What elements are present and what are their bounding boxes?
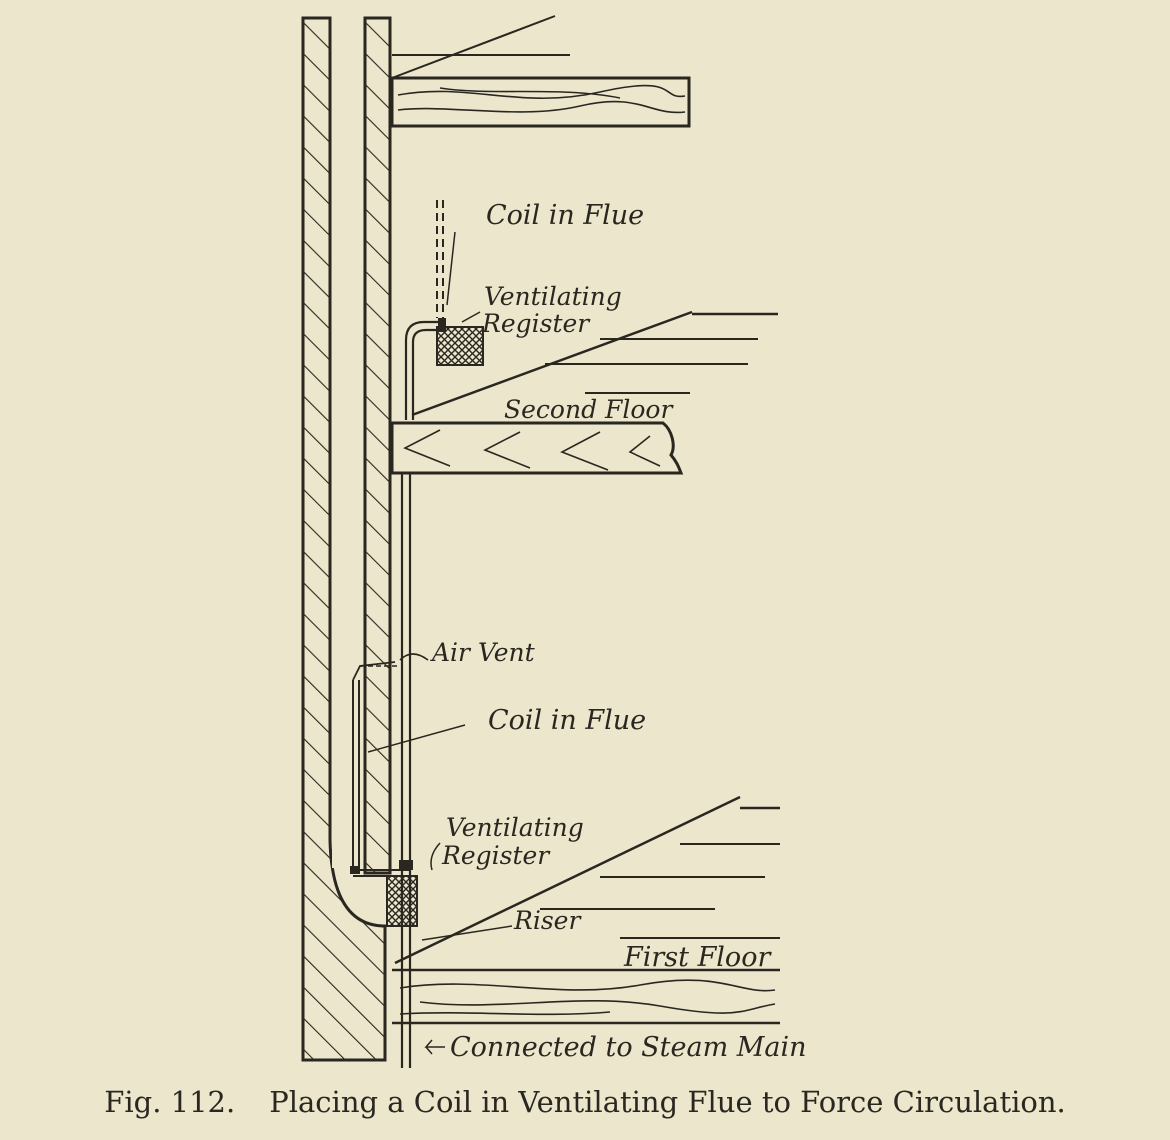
flue-cavity	[332, 18, 363, 868]
label-coil-in-flue-lower: Coil in Flue	[488, 705, 646, 736]
figure-number: Fig. 112.	[104, 1085, 236, 1119]
label-coil-in-flue-upper: Coil in Flue	[486, 200, 644, 231]
label-register-lower: Register	[441, 841, 551, 870]
label-air-vent: Air Vent	[430, 638, 536, 667]
first-floor	[392, 795, 780, 1025]
upper-register-grille	[436, 326, 484, 366]
label-ventilating-lower: Ventilating	[446, 813, 584, 842]
figure-caption-text: Placing a Coil in Ventilating Flue to Fo…	[269, 1085, 1066, 1119]
lower-coil	[350, 653, 466, 877]
second-floor	[390, 310, 778, 475]
figure-caption: Fig. 112. Placing a Coil in Ventilating F…	[0, 1085, 1170, 1119]
riser-pipe	[400, 473, 412, 1068]
chimney-walls	[301, 16, 392, 1062]
label-register-upper: Register	[481, 309, 591, 338]
inner-wall-hatched	[363, 16, 392, 875]
label-first-floor: First Floor	[623, 942, 772, 973]
label-riser: Riser	[513, 906, 582, 935]
lower-register-grille	[386, 875, 418, 927]
label-ventilating-upper: Ventilating	[484, 282, 622, 311]
label-steam-main: Connected to Steam Main	[450, 1032, 807, 1063]
outer-wall-hatched	[301, 16, 387, 1062]
upper-coil	[404, 200, 456, 420]
upper-joist	[390, 15, 691, 128]
label-second-floor: Second Floor	[504, 395, 674, 424]
